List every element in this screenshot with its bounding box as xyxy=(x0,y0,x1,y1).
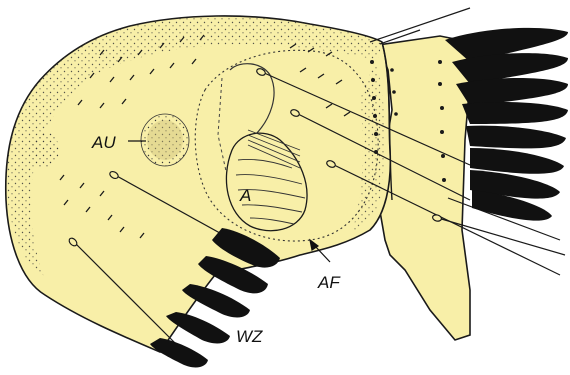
label-a: A xyxy=(239,186,251,205)
label-af: AF xyxy=(317,273,341,292)
label-au: AU xyxy=(91,133,116,152)
label-wz: WZ xyxy=(236,327,263,346)
